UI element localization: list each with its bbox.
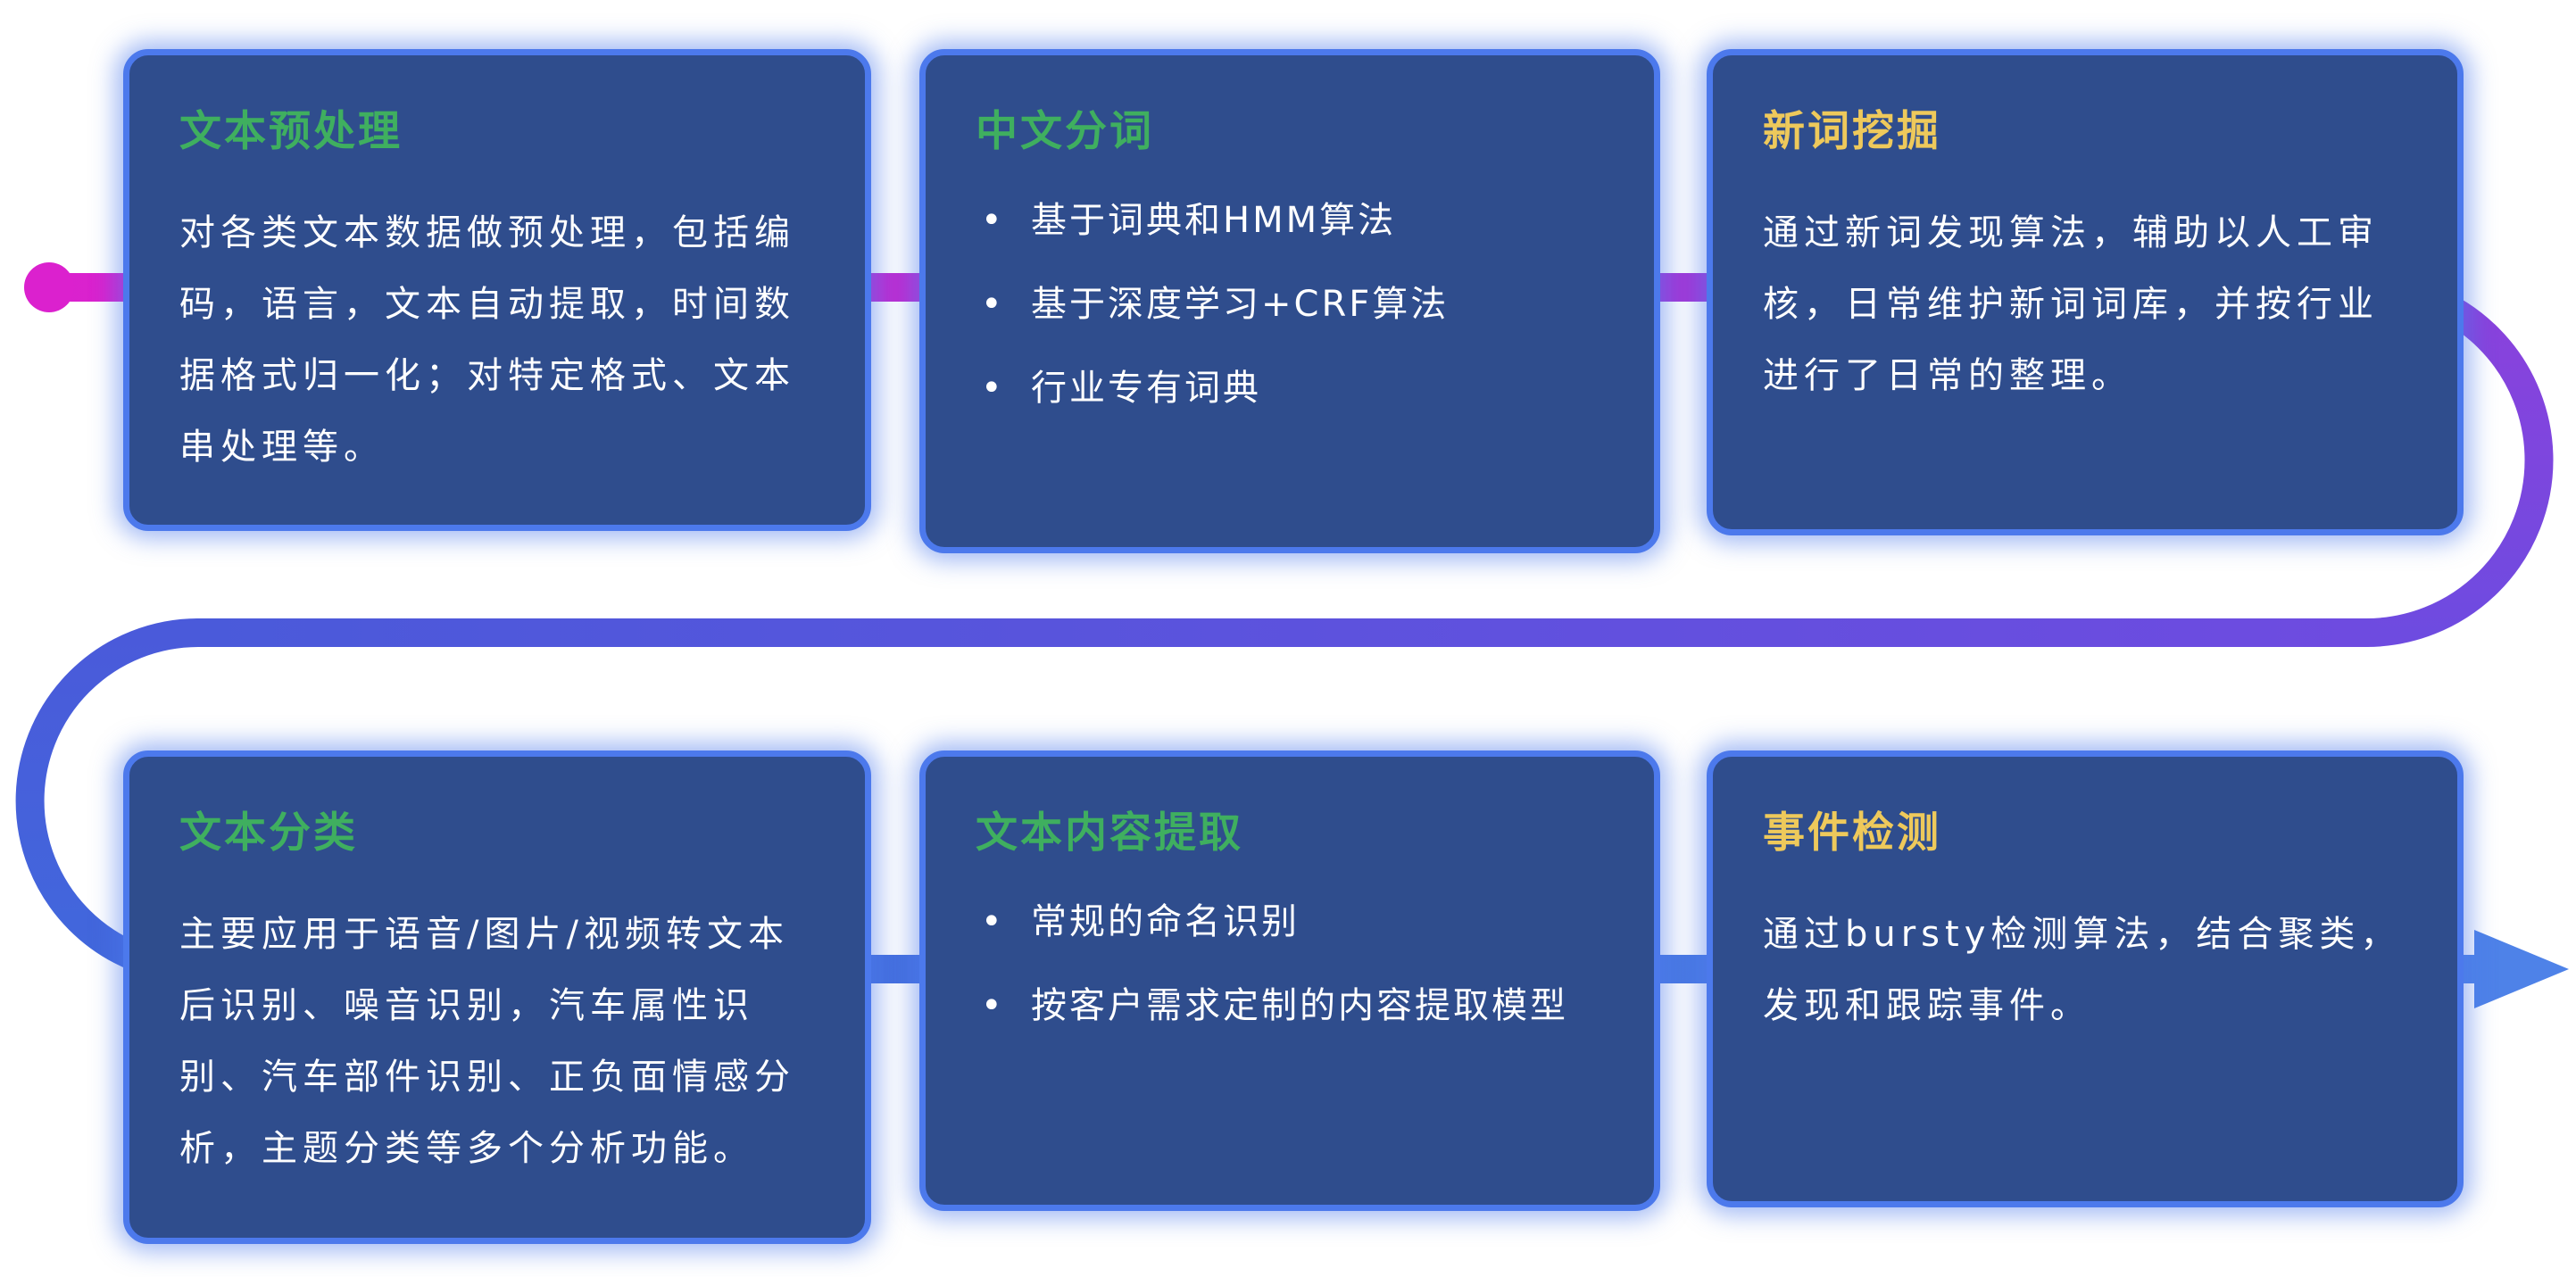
bullet-item: 基于词典和HMM算法 bbox=[976, 197, 1604, 244]
bullet-item: 按客户需求定制的内容提取模型 bbox=[976, 983, 1604, 1029]
card-title: 中文分词 bbox=[976, 107, 1154, 156]
card-title: 新词挖掘 bbox=[1763, 107, 1941, 156]
bullet-item: 常规的命名识别 bbox=[976, 899, 1604, 945]
card-chinese-word-segmentation: 中文分词 基于词典和HMM算法 基于深度学习+CRF算法 行业专有词典 bbox=[919, 49, 1660, 553]
card-title: 事件检测 bbox=[1763, 808, 1941, 858]
bullet-item: 基于深度学习+CRF算法 bbox=[976, 281, 1604, 328]
card-bullet-list: 基于词典和HMM算法 基于深度学习+CRF算法 行业专有词典 bbox=[976, 197, 1604, 411]
flow-left-curve bbox=[15, 618, 212, 983]
card-title: 文本内容提取 bbox=[976, 808, 1243, 858]
card-body: 主要应用于语音/图片/视频转文本后识别、噪音识别，汽车属性识别、汽车部件识别、正… bbox=[179, 914, 795, 1169]
card-text-preprocessing: 文本预处理 对各类文本数据做预处理，包括编码，语言，文本自动提取，时间数据格式归… bbox=[123, 49, 871, 531]
card-new-word-mining: 新词挖掘 通过新词发现算法，辅助以人工审核，日常维护新词词库，并按行业进行了日常… bbox=[1707, 49, 2464, 535]
card-text-content-extraction: 文本内容提取 常规的命名识别 按客户需求定制的内容提取模型 bbox=[919, 750, 1660, 1211]
card-body: 对各类文本数据做预处理，包括编码，语言，文本自动提取，时间数据格式归一化；对特定… bbox=[179, 212, 795, 468]
card-text-classification: 文本分类 主要应用于语音/图片/视频转文本后识别、噪音识别，汽车属性识别、汽车部… bbox=[123, 750, 871, 1244]
card-title: 文本分类 bbox=[179, 808, 358, 858]
flow-start-dot-icon bbox=[24, 262, 74, 312]
card-title: 文本预处理 bbox=[179, 107, 403, 156]
card-body: 通过新词发现算法，辅助以人工审核，日常维护新词词库，并按行业进行了日常的整理。 bbox=[1763, 212, 2379, 396]
card-body: 通过bursty检测算法，结合聚类，发现和跟踪事件。 bbox=[1763, 914, 2402, 1026]
arrow-right-icon bbox=[2474, 930, 2569, 1008]
bullet-item: 行业专有词典 bbox=[976, 365, 1604, 411]
card-event-detection: 事件检测 通过bursty检测算法，结合聚类，发现和跟踪事件。 bbox=[1707, 750, 2464, 1207]
card-bullet-list: 常规的命名识别 按客户需求定制的内容提取模型 bbox=[976, 899, 1604, 1029]
